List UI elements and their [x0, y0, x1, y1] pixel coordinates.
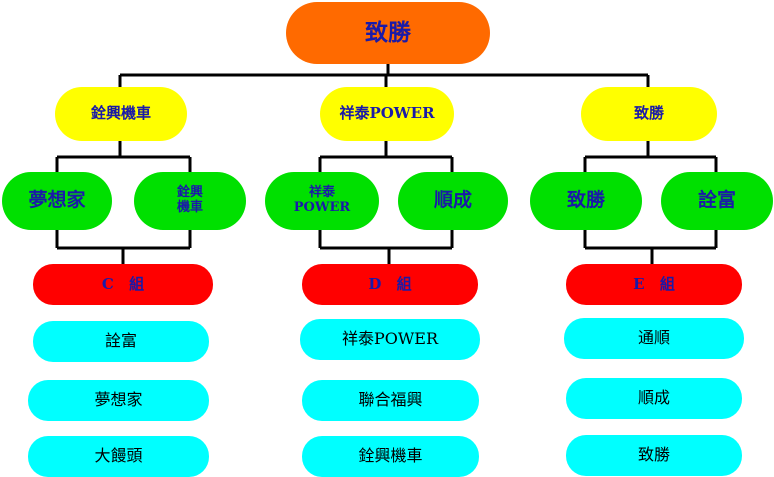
group-node-c: C 組 [33, 264, 213, 305]
team-node: 順成 [398, 172, 508, 230]
sponsor-node-2: 祥泰POWER [320, 87, 454, 141]
team-label-line: 祥泰 [308, 185, 335, 201]
team-node: 夢想家 [2, 172, 112, 230]
member-node: 順成 [566, 378, 742, 419]
team-node: 祥泰 POWER [265, 172, 379, 230]
member-node: 夢想家 [28, 380, 209, 421]
team-label: 詮富 [697, 189, 736, 212]
team-label-line: 機車 [176, 200, 203, 215]
member-node: 通順 [564, 318, 744, 359]
group-node-d: D 組 [302, 264, 478, 305]
member-node: 大饅頭 [28, 436, 209, 477]
member-node: 詮富 [33, 321, 209, 362]
team-label: 夢想家 [28, 189, 86, 212]
group-node-e: E 組 [566, 264, 742, 305]
top-node: 致勝 [286, 2, 490, 64]
member-node: 聯合福興 [302, 380, 479, 421]
sponsor-node-1: 銓興機車 [55, 87, 187, 141]
team-label-line: POWER [293, 200, 351, 215]
team-label-line: 銓興 [176, 185, 203, 201]
team-node: 致勝 [530, 172, 642, 230]
member-node: 祥泰POWER [300, 319, 480, 360]
member-node: 致勝 [566, 435, 742, 476]
team-label: 致勝 [566, 189, 605, 212]
team-label: 順成 [433, 189, 472, 212]
sponsor-node-3: 致勝 [581, 87, 717, 141]
member-node: 銓興機車 [302, 436, 479, 477]
team-node: 銓興 機車 [134, 172, 246, 230]
team-node: 詮富 [661, 172, 773, 230]
